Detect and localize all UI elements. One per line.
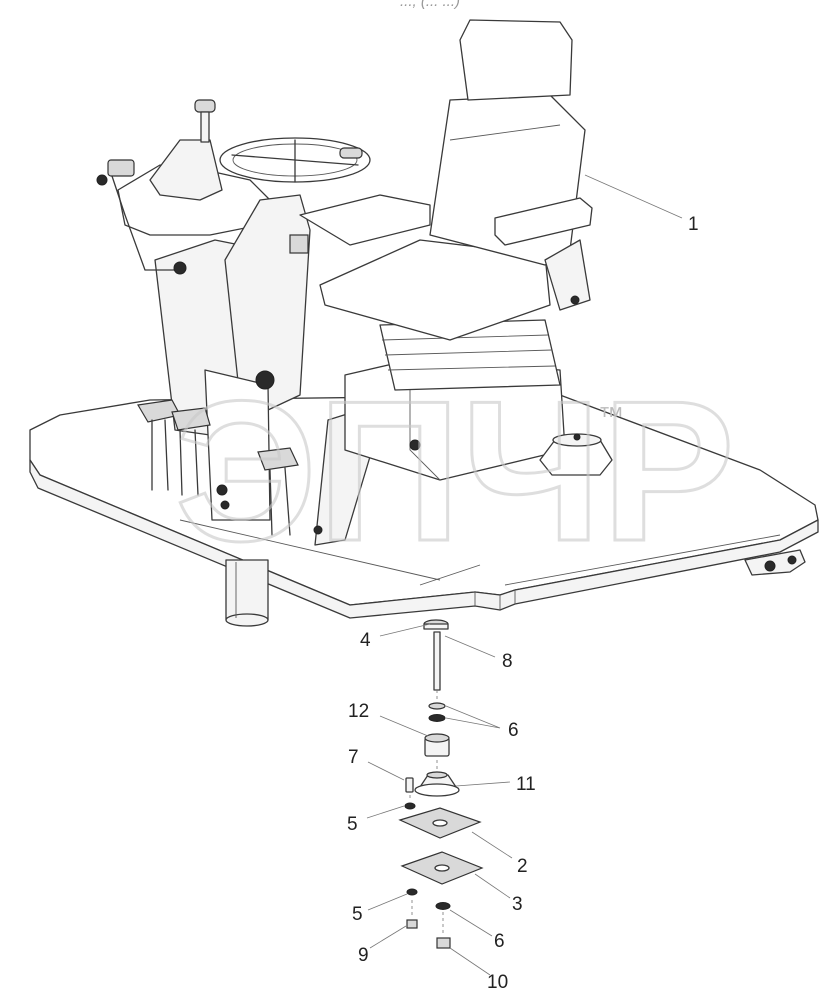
callout-11: 11 [516,774,536,795]
callout-12: 12 [348,701,369,722]
callout-3: 3 [512,894,523,915]
mount-cup [539,433,613,476]
callout-4: 4 [360,630,371,651]
washer-lower [435,902,451,910]
small-bolt [405,777,414,793]
watermark-trademark: ™ [598,401,624,431]
steering-column [204,137,371,521]
operator-seat [299,19,593,481]
spring-washer-upper [428,714,446,722]
washer-upper [428,702,446,710]
support-post [225,559,269,627]
callout-2: 2 [517,856,528,877]
callout-6: 6 [494,931,505,952]
callout-7: 7 [348,747,359,768]
nut-small [406,919,418,929]
nut-large [436,937,451,949]
callout-9: 9 [358,945,369,966]
callout-5: 5 [352,904,363,925]
callout-8: 8 [502,651,513,672]
mount-hardware-exploded [398,619,484,949]
callout-10: 10 [487,972,508,993]
pedals [137,399,299,536]
callout-5: 5 [347,814,358,835]
callout-labels: 1 2 3 4 5 5 6 6 7 8 9 10 11 12 [347,214,699,993]
lock-washer-lower [406,888,418,896]
header-caption: ..., (... ...) [400,0,460,10]
leader-lines [366,174,683,976]
lock-washer-upper [404,802,416,810]
callout-1: 1 [688,214,699,235]
watermark-text: ЭПЧР [175,360,735,583]
watermark: ЭПЧР ™ [174,359,737,585]
bolt [433,631,441,691]
callout-6: 6 [508,720,519,741]
